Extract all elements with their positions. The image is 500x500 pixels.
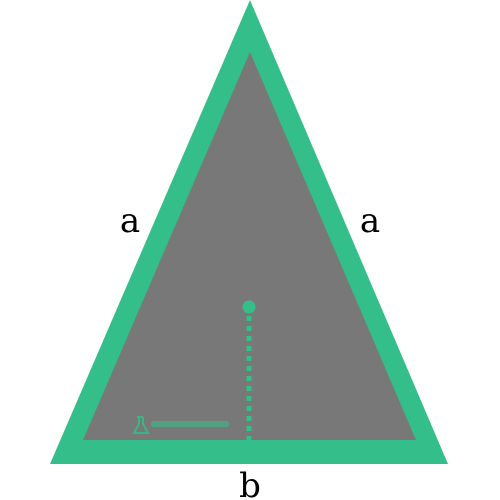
base-label: b bbox=[239, 466, 261, 500]
height-marker bbox=[242, 300, 256, 440]
flask-icon bbox=[132, 416, 229, 434]
triangle-fill bbox=[83, 52, 416, 440]
height-top-point bbox=[242, 300, 256, 314]
right-side-label: a bbox=[360, 201, 380, 241]
left-side-label: a bbox=[120, 201, 140, 241]
